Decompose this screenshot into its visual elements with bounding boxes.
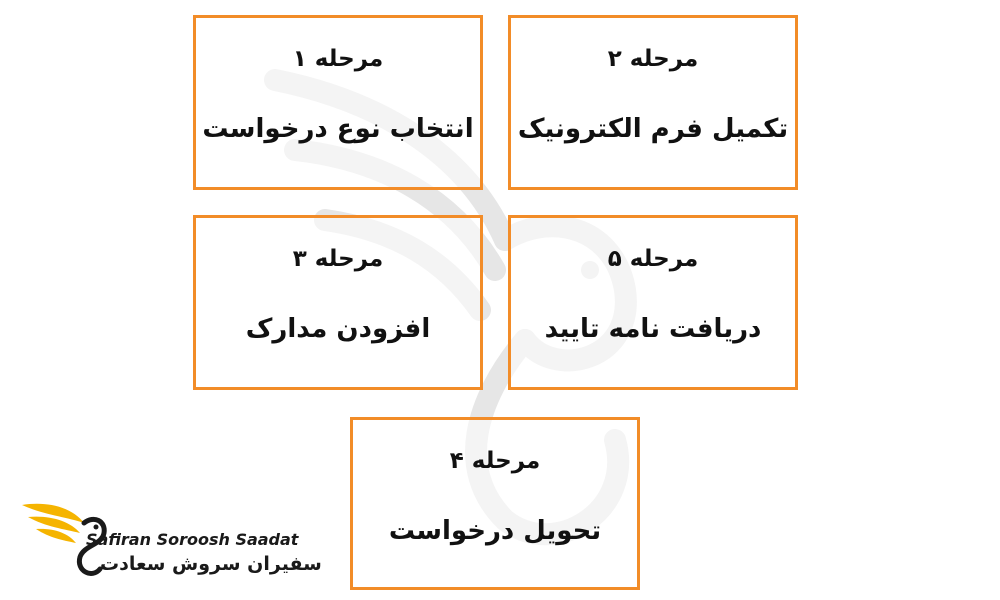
step-1-description: انتخاب نوع درخواست [202, 114, 474, 144]
step-3-stage: مرحله ۳ [292, 246, 384, 272]
step-5-stage: مرحله ۵ [607, 246, 699, 272]
step-5-description: دریافت نامه تایید [544, 314, 762, 344]
step-4-description: تحویل درخواست [388, 516, 602, 546]
step-2-stage: مرحله ۲ [607, 46, 699, 72]
step-1-box: مرحله ۱ انتخاب نوع درخواست [193, 15, 483, 190]
step-4-stage: مرحله ۴ [449, 448, 541, 474]
logo-english-text: Safiran Soroosh Saadat [86, 530, 299, 549]
company-logo-icon [22, 503, 107, 576]
step-3-description: افزودن مدارک [245, 314, 431, 344]
step-2-description: تکمیل فرم الکترونیک [517, 114, 789, 144]
step-1-stage: مرحله ۱ [292, 46, 384, 72]
step-3-box: مرحله ۳ افزودن مدارک [193, 215, 483, 390]
step-5-box: مرحله ۵ دریافت نامه تایید [508, 215, 798, 390]
logo-persian-text: سفیران سروش سعادت [100, 553, 322, 575]
step-4-box: مرحله ۴ تحویل درخواست [350, 417, 640, 590]
step-2-box: مرحله ۲ تکمیل فرم الکترونیک [508, 15, 798, 190]
